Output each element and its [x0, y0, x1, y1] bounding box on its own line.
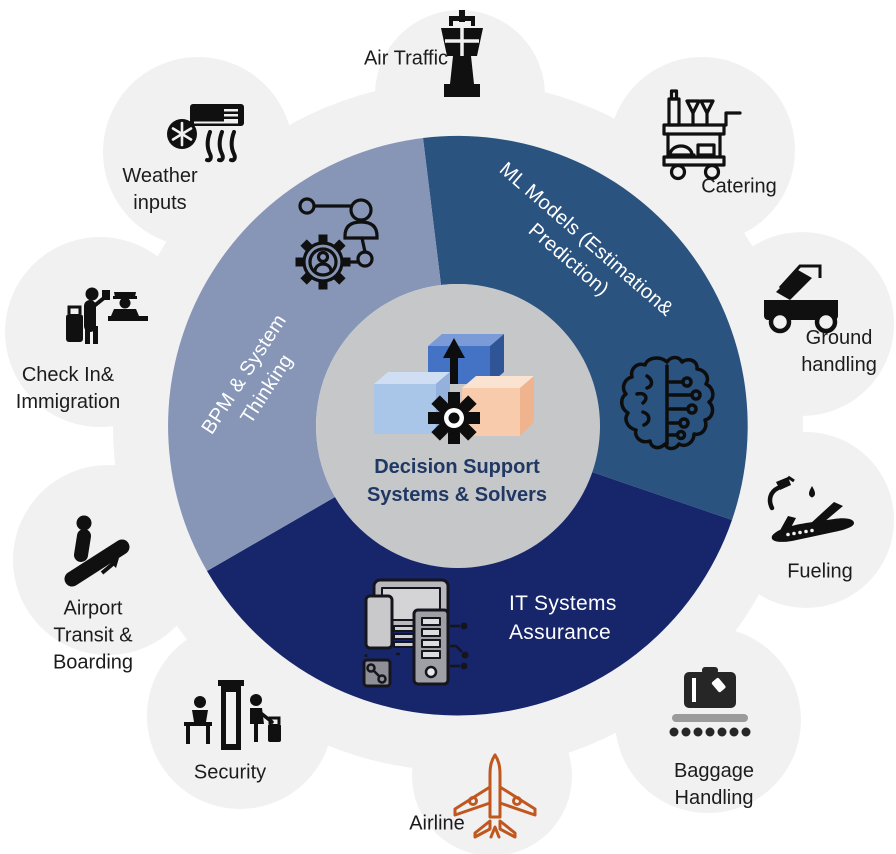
- up-arrow-icon: [443, 338, 465, 384]
- security-label: Security: [193, 761, 267, 784]
- weather-label: Weather inputs: [122, 165, 198, 214]
- center-title: Decision Support Systems & Solvers: [366, 456, 548, 506]
- gear-icon: [428, 392, 480, 444]
- gear-network-icon: [295, 197, 379, 290]
- check-in-desk-icon: [66, 287, 148, 344]
- baggage-conveyor-icon: [669, 667, 751, 737]
- catering-label: Catering: [701, 175, 777, 198]
- segment-bpm: [168, 138, 441, 571]
- segment-it: [207, 472, 732, 716]
- airport-transit-label: Airport Transit & Boarding: [52, 597, 134, 674]
- air-conditioner-icon: [167, 104, 244, 163]
- security-check-icon: [184, 680, 281, 750]
- escalator-icon: [64, 515, 130, 587]
- catering-cart-icon: [662, 89, 742, 181]
- airplane-outline-icon: [453, 753, 537, 839]
- stairs-truck-icon: [764, 264, 838, 334]
- stacked-boxes-gear-icon: [374, 334, 534, 444]
- air-traffic-label: Air Traffic: [363, 47, 449, 70]
- baggage-handling-label: Baggage Handling: [673, 760, 755, 809]
- control-tower-icon: [441, 10, 483, 97]
- airline-label: Airline: [409, 812, 465, 835]
- it-segment-label: IT Systems Assurance: [509, 592, 617, 644]
- fueling-label: Fueling: [787, 560, 853, 583]
- ground-handling-label: Ground handling: [801, 327, 877, 376]
- check-in-label: Check In& Immigration: [15, 364, 121, 413]
- fuel-plane-icon: [767, 475, 854, 542]
- ai-brain-icon: [620, 355, 715, 451]
- it-devices-icon: [362, 578, 469, 688]
